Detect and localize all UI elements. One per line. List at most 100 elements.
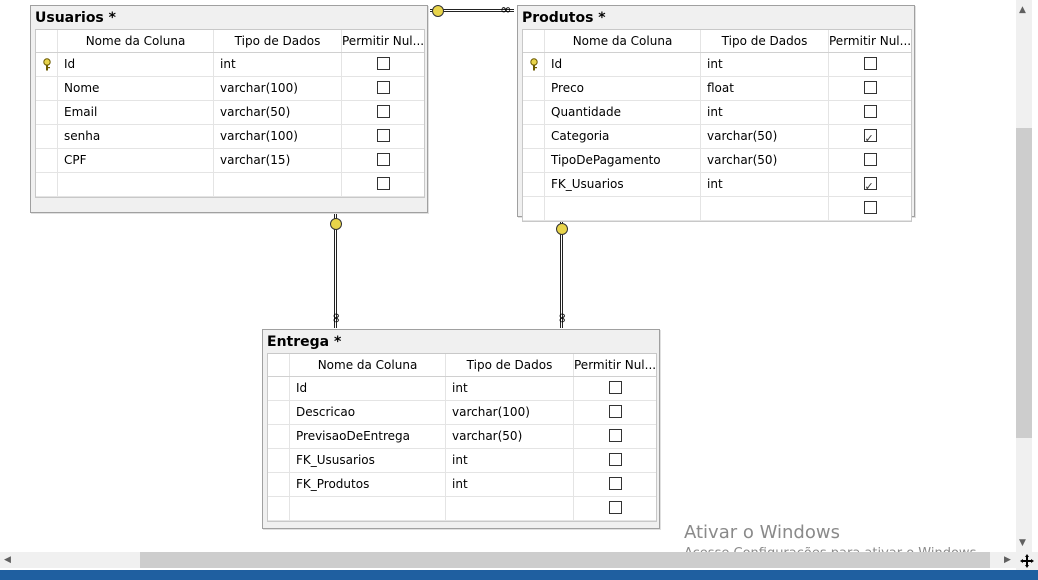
scroll-up-icon[interactable]: ▲ [1019, 5, 1026, 15]
row-selector[interactable] [36, 53, 58, 76]
row-selector[interactable] [523, 173, 545, 196]
table-row[interactable] [36, 173, 424, 197]
row-selector[interactable] [523, 125, 545, 148]
allow-nulls-checkbox[interactable] [376, 153, 390, 166]
data-type-cell[interactable]: int [446, 377, 574, 400]
data-type-cell[interactable]: varchar(100) [214, 77, 342, 100]
row-selector[interactable] [36, 125, 58, 148]
column-name-cell[interactable]: Email [58, 101, 214, 124]
data-type-cell[interactable]: varchar(50) [446, 425, 574, 448]
vertical-scroll-thumb[interactable] [1016, 128, 1032, 438]
row-selector[interactable] [36, 173, 58, 196]
data-type-cell[interactable]: int [446, 449, 574, 472]
columns-grid[interactable]: Nome da Coluna Tipo de Dados Permitir Nu… [522, 29, 912, 222]
allow-nulls-checkbox[interactable] [608, 381, 622, 394]
column-name-cell[interactable]: FK_Ususarios [290, 449, 446, 472]
table-row[interactable] [523, 197, 911, 221]
allow-nulls-checkbox[interactable] [608, 477, 622, 490]
scroll-down-icon[interactable]: ▼ [1019, 538, 1026, 548]
allow-nulls-checkbox[interactable] [608, 453, 622, 466]
allow-nulls-checkbox[interactable] [863, 57, 877, 70]
row-selector[interactable] [268, 473, 290, 496]
allow-nulls-checkbox[interactable] [376, 177, 390, 190]
column-name-cell[interactable]: FK_Produtos [290, 473, 446, 496]
scroll-left-icon[interactable]: ◀ [4, 555, 11, 565]
table-entrega[interactable]: Entrega * Nome da Coluna Tipo de Dados P… [262, 329, 660, 529]
data-type-cell[interactable]: varchar(100) [214, 125, 342, 148]
column-name-cell[interactable]: TipoDePagamento [545, 149, 701, 172]
data-type-cell[interactable]: varchar(15) [214, 149, 342, 172]
column-name-cell[interactable]: Id [545, 53, 701, 76]
row-selector[interactable] [268, 425, 290, 448]
column-name-cell[interactable]: senha [58, 125, 214, 148]
scroll-right-icon[interactable]: ▶ [1004, 555, 1011, 565]
data-type-cell[interactable]: int [701, 173, 829, 196]
allow-nulls-checkbox[interactable] [863, 81, 877, 94]
relationship-line-produtos-entrega[interactable] [560, 218, 563, 328]
column-name-cell[interactable] [290, 497, 446, 520]
column-name-cell[interactable]: Id [290, 377, 446, 400]
allow-nulls-checkbox[interactable] [863, 127, 877, 148]
row-selector[interactable] [523, 77, 545, 100]
allow-nulls-checkbox[interactable] [863, 175, 877, 196]
row-selector[interactable] [36, 149, 58, 172]
allow-nulls-checkbox[interactable] [863, 153, 877, 166]
column-name-cell[interactable]: Id [58, 53, 214, 76]
column-name-cell[interactable]: Preco [545, 77, 701, 100]
table-produtos[interactable]: Produtos * Nome da Coluna Tipo de Dados … [517, 5, 915, 222]
data-type-cell[interactable]: varchar(50) [214, 101, 342, 124]
column-name-cell[interactable]: FK_Usuarios [545, 173, 701, 196]
table-usuarios[interactable]: Usuarios * Nome da Coluna Tipo de Dados … [30, 5, 428, 213]
data-type-cell[interactable] [446, 497, 574, 520]
data-type-cell[interactable]: varchar(100) [446, 401, 574, 424]
row-selector[interactable] [268, 449, 290, 472]
allow-nulls-checkbox[interactable] [608, 405, 622, 418]
column-name-cell[interactable]: Descricao [290, 401, 446, 424]
allow-nulls-checkbox[interactable] [376, 105, 390, 118]
column-name-cell[interactable] [545, 197, 701, 220]
data-type-cell[interactable]: int [701, 53, 829, 76]
data-type-cell[interactable]: int [446, 473, 574, 496]
data-type-cell[interactable]: int [701, 101, 829, 124]
pan-icon[interactable] [1016, 552, 1038, 570]
row-selector[interactable] [36, 101, 58, 124]
column-name-cell[interactable]: Categoria [545, 125, 701, 148]
data-type-cell[interactable]: varchar(50) [701, 125, 829, 148]
row-selector[interactable] [268, 377, 290, 400]
data-type-cell[interactable]: float [701, 77, 829, 100]
row-selector[interactable] [268, 401, 290, 424]
data-type-cell[interactable]: int [214, 53, 342, 76]
relationship-line-usuarios-produtos[interactable] [430, 9, 514, 12]
row-selector[interactable] [523, 149, 545, 172]
column-name-cell[interactable]: PrevisaoDeEntrega [290, 425, 446, 448]
allow-nulls-checkbox[interactable] [863, 201, 877, 214]
column-name-cell[interactable]: Nome [58, 77, 214, 100]
columns-grid[interactable]: Nome da Coluna Tipo de Dados Permitir Nu… [35, 29, 425, 198]
data-type-cell[interactable]: varchar(50) [701, 149, 829, 172]
allow-nulls-checkbox[interactable] [863, 105, 877, 118]
row-selector[interactable] [36, 77, 58, 100]
column-name-cell[interactable]: Quantidade [545, 101, 701, 124]
column-name-cell[interactable] [58, 173, 214, 196]
data-type-cell[interactable] [701, 197, 829, 220]
allow-nulls-checkbox[interactable] [608, 429, 622, 442]
table-row[interactable] [268, 497, 656, 521]
data-type-cell[interactable] [214, 173, 342, 196]
allow-nulls-checkbox[interactable] [608, 501, 622, 514]
row-selector[interactable] [523, 197, 545, 220]
row-selector[interactable] [523, 53, 545, 76]
